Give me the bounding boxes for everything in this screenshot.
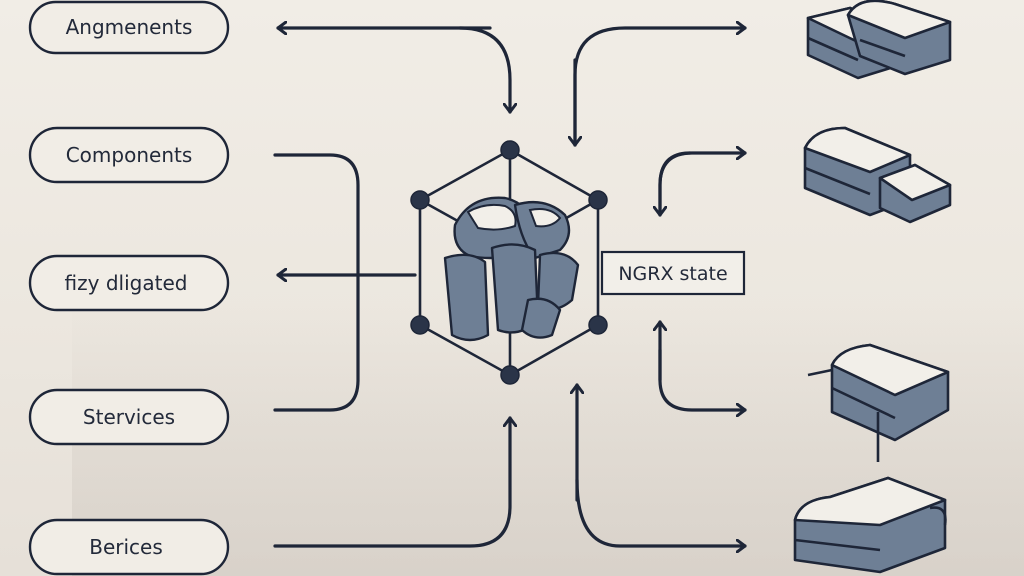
- left-node-label: Components: [66, 143, 193, 167]
- database-stack-icon: [807, 343, 950, 462]
- left-node-berices[interactable]: Berices: [28, 518, 230, 576]
- arrow-to-database-4: [575, 478, 747, 546]
- database-stack-icon: [806, 0, 952, 80]
- database-stack-icon: [793, 476, 947, 574]
- ngrx-state-label: NGRX state: [600, 250, 746, 296]
- arrow-from-berices: [273, 416, 510, 548]
- arrow-from-database-2: [660, 151, 692, 217]
- ngrx-state-text: NGRX state: [618, 263, 727, 285]
- left-node-label: fizy dligated: [65, 271, 188, 295]
- left-node-label: Angmenents: [66, 15, 193, 39]
- left-node-augmentations[interactable]: Angmenents: [28, 0, 230, 55]
- left-node-fizzy[interactable]: fizy dligated: [28, 254, 230, 312]
- left-node-label: Stervices: [83, 405, 175, 429]
- left-node-label: Berices: [89, 535, 163, 559]
- left-node-stervices[interactable]: Stervices: [28, 388, 230, 446]
- left-node-components[interactable]: Components: [28, 126, 230, 184]
- arrow-into-cube-top: [458, 26, 510, 114]
- connector-components: [273, 153, 360, 412]
- arrow-to-database-2: [658, 153, 747, 214]
- database-stack-icon: [803, 126, 952, 224]
- ngrx-cube-icon: [410, 140, 608, 385]
- arrow-to-database-3: [658, 348, 747, 410]
- arrow-to-database-1: [573, 28, 747, 147]
